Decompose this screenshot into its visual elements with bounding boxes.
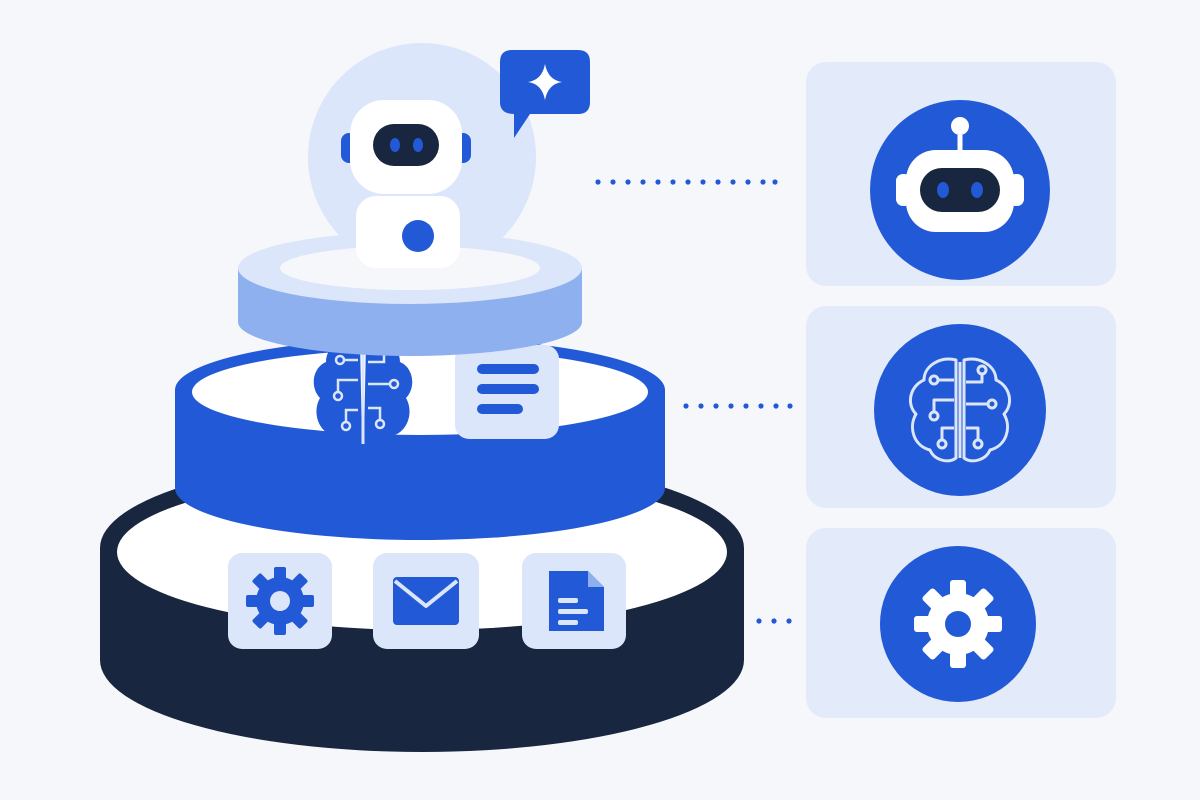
connector-top (595, 179, 778, 185)
robot-icon (341, 100, 471, 268)
brain-circuit-icon (313, 339, 413, 447)
mail-icon (393, 577, 459, 625)
connector-middle (683, 403, 793, 409)
gear-tile (228, 553, 332, 649)
legend-card-brain (806, 306, 1116, 508)
gear-icon (914, 580, 1002, 668)
document-icon (549, 571, 604, 631)
text-lines-tile (455, 345, 559, 439)
mail-tile (373, 553, 479, 649)
legend-card-robot (806, 62, 1116, 286)
agent-layer (238, 43, 590, 356)
gear-icon (246, 567, 314, 635)
document-tile (522, 553, 626, 649)
sparkle-chat-icon (500, 50, 590, 138)
robot-icon (896, 117, 1024, 232)
connector-dots (595, 179, 793, 624)
connector-bottom (756, 618, 792, 624)
brain-circuit-icon (908, 357, 1012, 463)
intelligence-layer (175, 338, 665, 540)
legend-card-gear (806, 528, 1116, 718)
text-lines-icon (477, 364, 539, 414)
